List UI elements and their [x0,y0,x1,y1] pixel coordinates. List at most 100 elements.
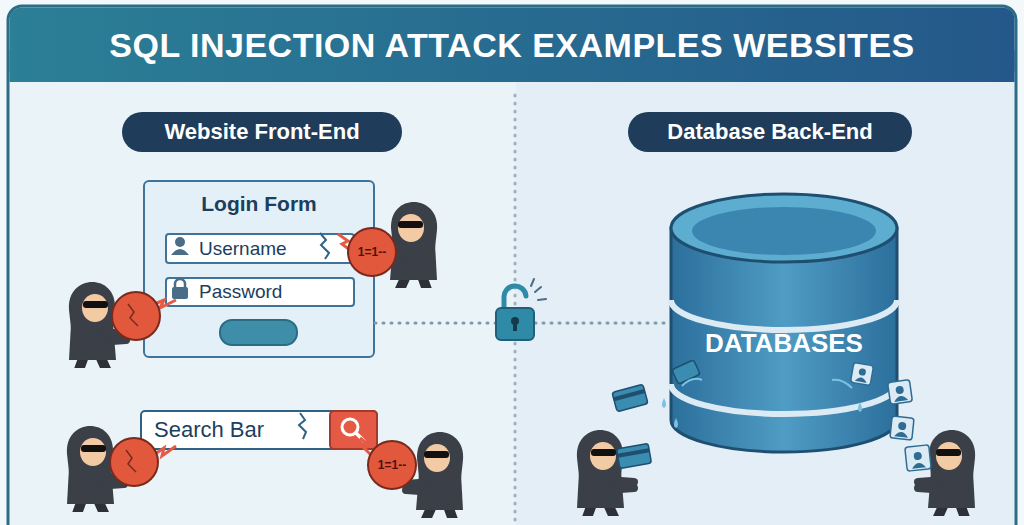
hacker-figure [406,432,463,525]
data-drop [858,402,862,412]
user-card-body [888,380,913,405]
wrecking-ball [368,441,416,489]
hacker-figure [69,282,126,378]
lock-body [496,308,534,340]
hacker-figure [918,430,975,525]
user-card-head [895,386,904,395]
data-drop [662,398,666,408]
crack-line [320,233,329,259]
crack-line [299,413,306,439]
user-card [888,380,913,405]
lock-shackle [504,286,526,311]
input-field: Password [165,277,355,307]
cylinder-outline [668,188,900,456]
frame [8,6,1016,525]
user-card [850,362,873,385]
user-card [890,416,914,440]
magnifier-handle [356,433,364,441]
user-icon-body [171,249,189,255]
leaked-data [612,360,931,472]
ball-crack [128,304,138,326]
user-card-head [913,452,922,461]
node-text: Search Bar [154,417,264,443]
connector-layer [375,323,668,324]
node-text: Website Front-End [164,119,359,145]
credit-card-stripe [617,448,649,457]
panel-divider [514,95,517,525]
hacker-figure [67,426,124,522]
search-button-body [330,411,377,449]
wrecking-ball [110,438,158,486]
user-card-torso [912,462,926,468]
wrecking-ball [348,228,396,276]
node-text: Login Form [201,192,316,216]
title-band [10,8,1015,82]
user-card-body [850,362,873,385]
node-text: Username [199,238,287,260]
search-bar-box: Search Bar [140,410,378,450]
padlock-icon [172,279,188,299]
wrecking-ball [112,292,160,340]
credit-card-body [617,443,652,468]
attack-bolt [360,438,372,456]
injection-payload: 1=1-- [358,245,386,259]
hacker-figure [67,426,124,522]
hacker-figure [577,430,634,525]
padlock-shackle [175,279,185,288]
hacker-figure [577,430,634,525]
page-title: SQL INJECTION ATTACK EXAMPLES WEBSITES [10,8,1014,82]
attack-bolt [338,234,350,250]
user-card-torso [894,395,909,402]
hacker-figure [918,430,975,525]
user-icon [171,237,189,255]
open-lock-icon [496,279,546,340]
search-button [330,411,377,449]
hacker-figure [406,432,463,525]
hacker-figure [380,202,437,298]
node-text: Database Back-End [667,119,872,145]
section-heading: Website Front-End [122,112,402,152]
login-form-box: Login FormUsernamePassword [143,180,375,358]
user-icon-head [175,237,185,247]
back-end-panel [516,82,1014,525]
lock-keyhole [511,317,519,325]
magnifier-lens [342,419,358,435]
database-cylinder: DATABASES [668,188,900,456]
padlock-body [172,287,188,299]
input-field: Username [165,233,355,264]
leak-stream [832,380,852,388]
data-drop [674,418,678,428]
user-card [905,445,931,471]
hacker-figure [69,282,126,378]
user-card-torso [894,431,908,437]
lock-keyhole [513,322,517,331]
hacker-figure [380,202,437,298]
user-card-head [898,422,907,431]
section-heading: Database Back-End [628,112,912,152]
dotted-connector [375,322,668,325]
user-card-torso [855,376,868,383]
credit-card [617,443,652,468]
credit-card-body [612,384,648,412]
injection-payload: 1=1-- [378,458,406,472]
node-text: DATABASES [705,328,863,359]
credit-card [612,384,648,412]
user-card-body [905,445,931,471]
lock-spark [531,279,546,300]
login-button [220,320,297,345]
credit-card-stripe [613,389,645,401]
leak-stream [682,379,702,386]
user-card-head [858,368,866,376]
cylinder-outline [671,194,897,452]
user-card-body [890,416,914,440]
credit-card [672,360,701,385]
attack-bolt [150,300,176,308]
node-text: Password [199,281,282,303]
ball-crack [126,450,136,472]
attack-bolt [152,446,176,456]
credit-card-body [672,360,701,385]
